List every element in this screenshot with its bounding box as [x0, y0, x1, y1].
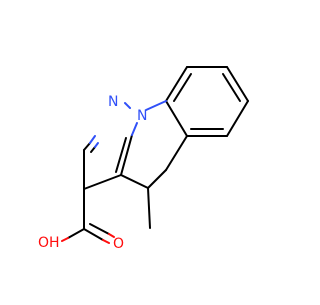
- structure-canvas: N N OH O: [0, 0, 300, 300]
- bond-methyl: [147, 187, 151, 229]
- molecule-structure: N N OH O: [0, 0, 300, 300]
- bond-c3a-c3: [83, 174, 122, 190]
- bond-benzene-1: [165, 66, 188, 102]
- bond-cooh-o-inner-black: [89, 223, 110, 235]
- bond-o-inner-red: [108, 233, 115, 238]
- bond-benzene-6: [165, 100, 188, 137]
- bond-oh-red: [61, 237, 69, 242]
- bond-cooh-oh-black: [67, 228, 85, 239]
- bond-bridge-c3a: [120, 134, 133, 176]
- oxygen-bond-segments: [61, 233, 115, 244]
- nitrogen-label-pyrazole: N: [108, 94, 118, 110]
- bond-n-c2-inner-blue: [94, 142, 99, 148]
- bond-n-bridge-blue: [131, 122, 138, 136]
- bond-o-red: [102, 239, 110, 244]
- bond-ch-ring: [120, 174, 149, 189]
- bond-benzene-3: [226, 66, 249, 102]
- bond-n-c2-blue: [89, 135, 96, 144]
- background: [0, 0, 300, 300]
- bond-bridge-c3a-inner: [115, 137, 127, 173]
- carbonyl-oxygen-label: O: [113, 236, 124, 252]
- bond-ch2-left: [165, 135, 188, 171]
- carbon-bonds: [67, 66, 249, 241]
- bond-benzene-inner-2: [222, 73, 241, 102]
- hydroxyl-label: OH: [38, 235, 60, 251]
- nitrogen-label-bridge: N: [137, 108, 147, 124]
- bond-benzene-4: [226, 100, 249, 137]
- nitrogen-bond-segments: [89, 100, 167, 148]
- bond-c2-n-inner-black: [90, 146, 96, 153]
- bond-c2-n-black: [83, 142, 91, 151]
- bond-cooh-o-black: [83, 228, 104, 241]
- bond-benzene-n-blue: [145, 100, 167, 111]
- bond-ch2-ch: [147, 169, 167, 189]
- bond-nn-blue: [124, 102, 131, 109]
- bond-benzene-inner-1: [173, 73, 192, 102]
